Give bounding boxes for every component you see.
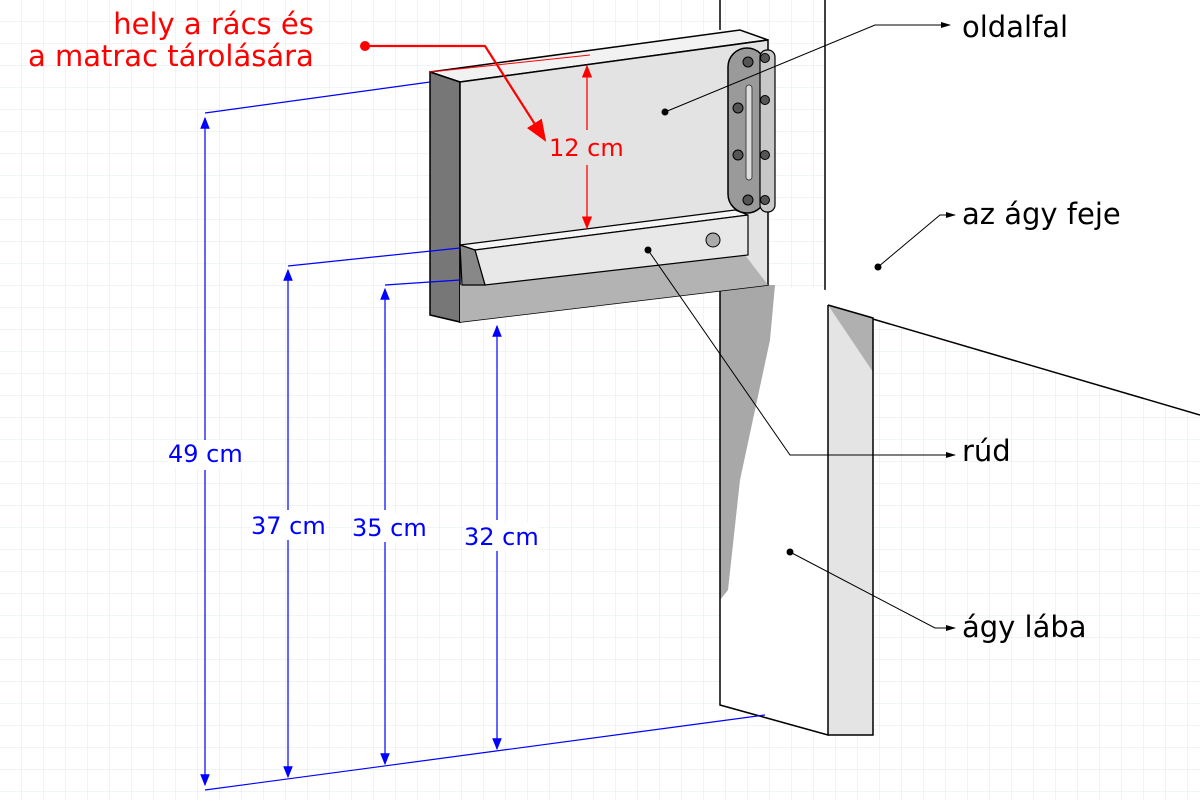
screw-icon bbox=[705, 232, 721, 248]
storage-space-annotation: hely a rács és a matrac tárolására bbox=[28, 8, 314, 73]
rod bbox=[459, 209, 749, 286]
label-headboard: az ágy feje bbox=[962, 197, 1121, 231]
red-annotation-lines bbox=[360, 41, 593, 230]
gap-height-label: 12 cm bbox=[549, 134, 624, 162]
headboard bbox=[719, 0, 1200, 416]
leader-lines bbox=[644, 22, 956, 631]
annotation-line-1: hely a rács és bbox=[113, 7, 314, 41]
hinge-bracket bbox=[727, 47, 776, 214]
label-side-wall: oldalfal bbox=[962, 10, 1069, 44]
bed-leg bbox=[719, 285, 874, 736]
label-rod: rúd bbox=[962, 434, 1011, 468]
dimension-35: 35 cm bbox=[352, 514, 427, 542]
annotation-line-2: a matrac tárolására bbox=[28, 39, 314, 74]
dimension-32: 32 cm bbox=[464, 523, 539, 551]
label-bed-leg: ágy lába bbox=[962, 610, 1087, 644]
dimension-49: 49 cm bbox=[168, 440, 243, 468]
dimension-37: 37 cm bbox=[251, 512, 326, 540]
dimension-lines bbox=[200, 81, 766, 791]
